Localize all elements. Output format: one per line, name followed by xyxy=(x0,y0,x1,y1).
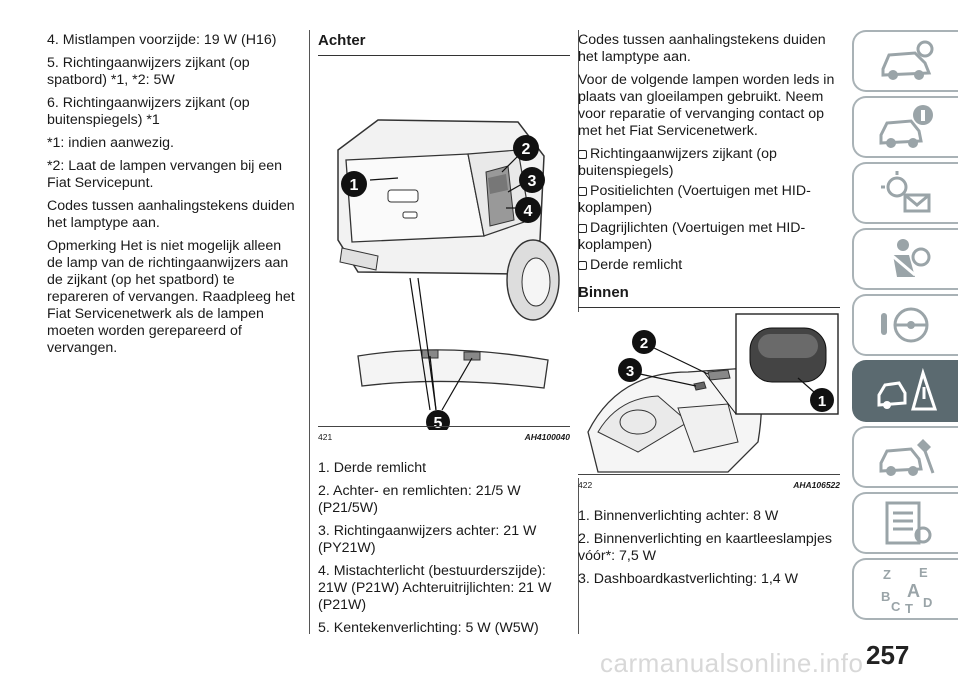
list-item: 4. Mistachterlicht (bestuurderszijde): 2… xyxy=(318,563,552,613)
column-1: 4. Mistlampen voorzijde: 19 W (H16) 5. R… xyxy=(47,32,299,363)
figure-code: AH4100040 xyxy=(524,432,570,442)
figure-rear-lamps: 1 2 3 4 5 421 AH4100040 xyxy=(318,60,570,446)
paragraph: *2: Laat de lampen vervangen bij een Fia… xyxy=(47,158,283,191)
callout-1: 1 xyxy=(810,388,834,412)
column-divider xyxy=(309,30,310,634)
specs-list-icon xyxy=(885,501,932,545)
svg-text:1: 1 xyxy=(350,177,359,194)
list-item: 3. Richtingaanwijzers achter: 21 W (PY21… xyxy=(318,523,537,556)
tab-specs[interactable] xyxy=(852,492,958,554)
svg-text:3: 3 xyxy=(528,173,537,190)
figure-number: 421 xyxy=(318,432,333,442)
figure-caption: 421 AH4100040 xyxy=(318,426,570,446)
car-overview-icon xyxy=(881,40,934,80)
index-icon: Z E B A C T D xyxy=(881,565,932,615)
svg-text:1: 1 xyxy=(818,393,826,410)
steering-wheel-icon xyxy=(881,307,929,343)
paragraph: Codes tussen aanhalingstekens duiden het… xyxy=(578,32,826,65)
heading-rule xyxy=(578,307,840,308)
list-item: Dagrijlichten (Voertuigen met HID-koplam… xyxy=(578,220,806,253)
svg-text:A: A xyxy=(907,581,920,601)
tab-warning-lights[interactable] xyxy=(852,162,958,224)
tab-car-overview[interactable] xyxy=(852,30,958,92)
callout-2: 2 xyxy=(513,135,539,161)
section-heading-binnen: Binnen xyxy=(578,284,629,301)
list-item: 2. Binnenverlichting en kaartleeslampjes… xyxy=(578,531,832,564)
svg-text:E: E xyxy=(919,565,928,580)
callout-4: 4 xyxy=(515,197,541,223)
callout-5: 5 xyxy=(426,410,450,434)
svg-text:T: T xyxy=(905,601,913,615)
list-item: 2. Achter- en remlichten: 21/5 W (P21/5W… xyxy=(318,483,521,516)
svg-text:Z: Z xyxy=(883,567,891,582)
paragraph: *1: indien aanwezig. xyxy=(47,135,174,151)
tab-airbag[interactable] xyxy=(852,228,958,290)
svg-text:C: C xyxy=(891,599,901,614)
tab-car-info[interactable] xyxy=(852,96,958,158)
chapter-tabs: Z E B A C T D xyxy=(852,30,958,624)
callout-3: 3 xyxy=(519,167,545,193)
paragraph: 6. Richtingaanwijzers zijkant (op buiten… xyxy=(47,95,250,128)
paragraph: 4. Mistlampen voorzijde: 19 W (H16) xyxy=(47,32,277,48)
watermark: carmanualsonline.info xyxy=(600,648,864,678)
figure-caption: 422 AHA106522 xyxy=(578,474,840,494)
figure-number: 422 xyxy=(578,480,593,490)
interior-illustration: 1 2 3 xyxy=(578,312,840,478)
list-item: 1. Binnenverlichting achter: 8 W xyxy=(578,508,779,524)
tab-emergency[interactable] xyxy=(852,360,958,422)
paragraph: Opmerking Het is niet mogelijk alleen de… xyxy=(47,238,295,356)
paragraph: 5. Richtingaanwijzers zijkant (op spatbo… xyxy=(47,55,250,88)
svg-text:2: 2 xyxy=(522,141,531,158)
list-item: 3. Dashboardkastverlichting: 1,4 W xyxy=(578,571,799,587)
airbag-icon xyxy=(888,239,931,277)
svg-text:5: 5 xyxy=(434,415,443,430)
tab-driving[interactable] xyxy=(852,294,958,356)
svg-text:3: 3 xyxy=(626,363,634,380)
car-service-icon xyxy=(879,439,935,476)
callout-3: 3 xyxy=(618,358,642,382)
list-item: Derde remlicht xyxy=(578,257,840,274)
section-heading-achter: Achter xyxy=(318,32,366,49)
list-item: 1. Derde remlicht xyxy=(318,460,427,476)
figure-interior-lamps: 1 2 3 422 AHA106522 xyxy=(578,312,840,494)
callout-2: 2 xyxy=(632,330,656,354)
svg-text:4: 4 xyxy=(524,203,533,220)
svg-text:2: 2 xyxy=(640,335,648,352)
svg-text:D: D xyxy=(923,595,932,610)
list-item: Positielichten (Voertuigen met HID-kopla… xyxy=(578,183,811,216)
column-2: Achter xyxy=(318,32,570,643)
svg-text:B: B xyxy=(881,589,890,604)
tab-service[interactable] xyxy=(852,426,958,488)
warning-lights-icon xyxy=(881,171,931,213)
figure-code: AHA106522 xyxy=(793,480,840,490)
checkbox-bullet-icon xyxy=(578,261,587,270)
car-info-icon xyxy=(879,105,933,148)
list-item: Richtingaanwijzers zijkant (op buitenspi… xyxy=(578,146,777,179)
checkbox-bullet-icon xyxy=(578,150,587,159)
checkbox-bullet-icon xyxy=(578,187,587,196)
rear-truck-illustration: 1 2 3 4 5 xyxy=(318,60,570,434)
tab-index[interactable]: Z E B A C T D xyxy=(852,558,958,620)
callout-1: 1 xyxy=(341,171,367,197)
paragraph: Codes tussen aanhalingstekens duiden het… xyxy=(47,198,295,231)
list-item: 5. Kentekenverlichting: 5 W (W5W) xyxy=(318,620,539,636)
paragraph: Voor de volgende lampen worden leds in p… xyxy=(578,72,835,139)
page-number: 257 xyxy=(866,640,910,670)
breakdown-icon xyxy=(877,367,937,411)
column-3: Codes tussen aanhalingstekens duiden het… xyxy=(578,32,840,594)
checkbox-bullet-icon xyxy=(578,224,587,233)
heading-rule xyxy=(318,55,570,56)
